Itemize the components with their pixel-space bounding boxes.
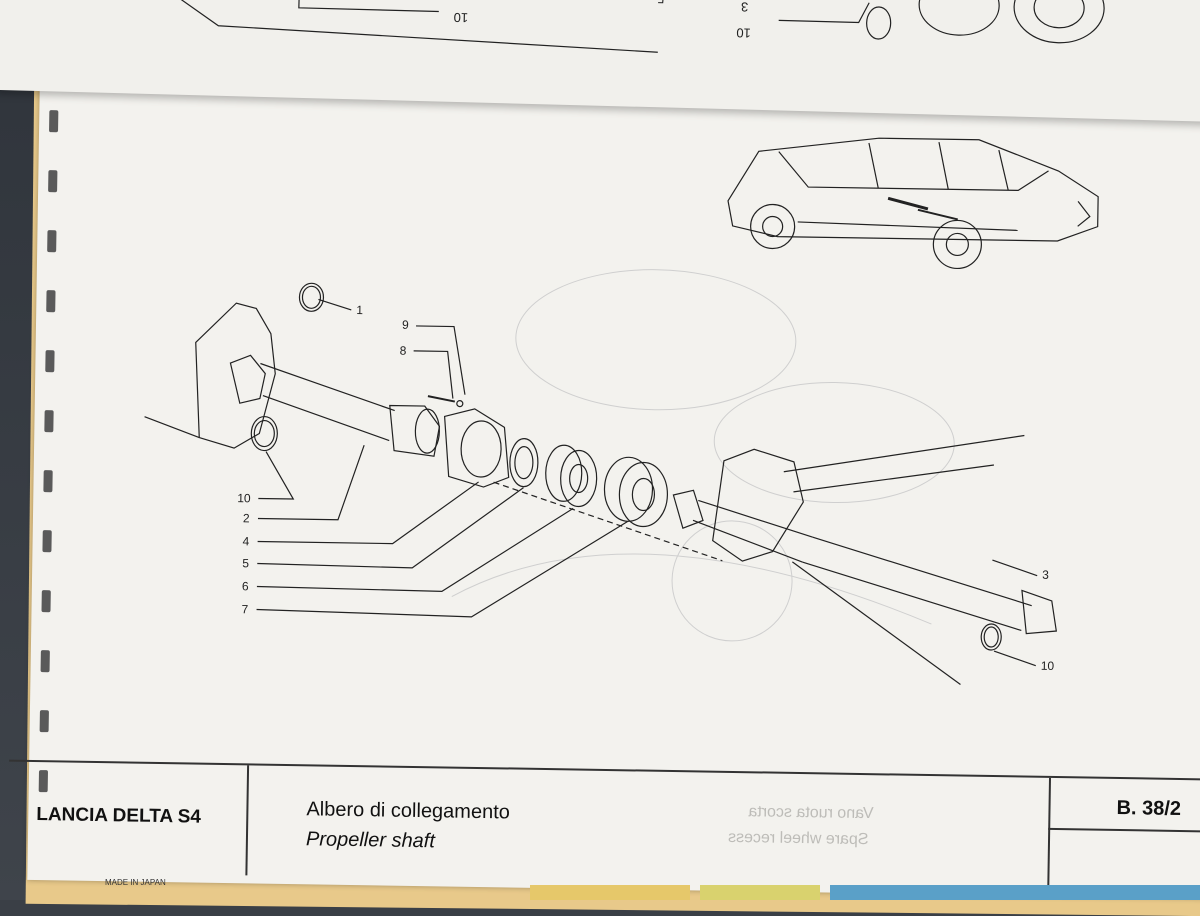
page-subtitle: Propeller shaft [305, 828, 436, 853]
bottom-book-strip-3 [830, 885, 1200, 900]
callout-5: 5 [242, 556, 250, 571]
callout-3: 3 [1042, 567, 1049, 582]
callout-4: 4 [242, 534, 250, 549]
page-title: Albero di collegamento [306, 798, 511, 824]
callout-10-right: 10 [1040, 658, 1055, 674]
callout-1: 1 [356, 302, 364, 318]
brand-label: LANCIA DELTA S4 [36, 804, 202, 828]
callout-10-left: 10 [237, 491, 251, 506]
bottom-book-strip-2 [700, 885, 820, 900]
manual-page: 1 9 8 10 2 4 5 6 7 3 10 LANCIA DELTA S4 … [7, 70, 1200, 901]
title-block: LANCIA DELTA S4 Albero di collegamento P… [7, 759, 1200, 901]
prev-callout-3b: 3 [740, 0, 749, 15]
callout-2: 2 [242, 511, 250, 526]
prev-callout-5: 5 [657, 0, 665, 6]
callout-9: 9 [401, 317, 409, 332]
callout-8: 8 [399, 343, 407, 358]
propeller-shaft-drawing [144, 137, 1099, 686]
ghost-text-1: Vano ruota scorta [748, 803, 874, 823]
page-code: B. 38/2 [1116, 797, 1182, 821]
car-locator-icon [727, 137, 1099, 270]
made-in-label: MADE IN JAPAN [105, 878, 166, 887]
ghost-text-2: Spare wheel recess [727, 828, 869, 849]
bottom-book-strip [530, 885, 690, 900]
prev-callout-10b: 10 [736, 25, 752, 41]
callout-6: 6 [241, 579, 249, 594]
callout-7: 7 [241, 602, 249, 617]
prev-callout-10a: 10 [453, 9, 469, 26]
previous-page-flap: 3 10 5 3 10 [0, 0, 1200, 123]
